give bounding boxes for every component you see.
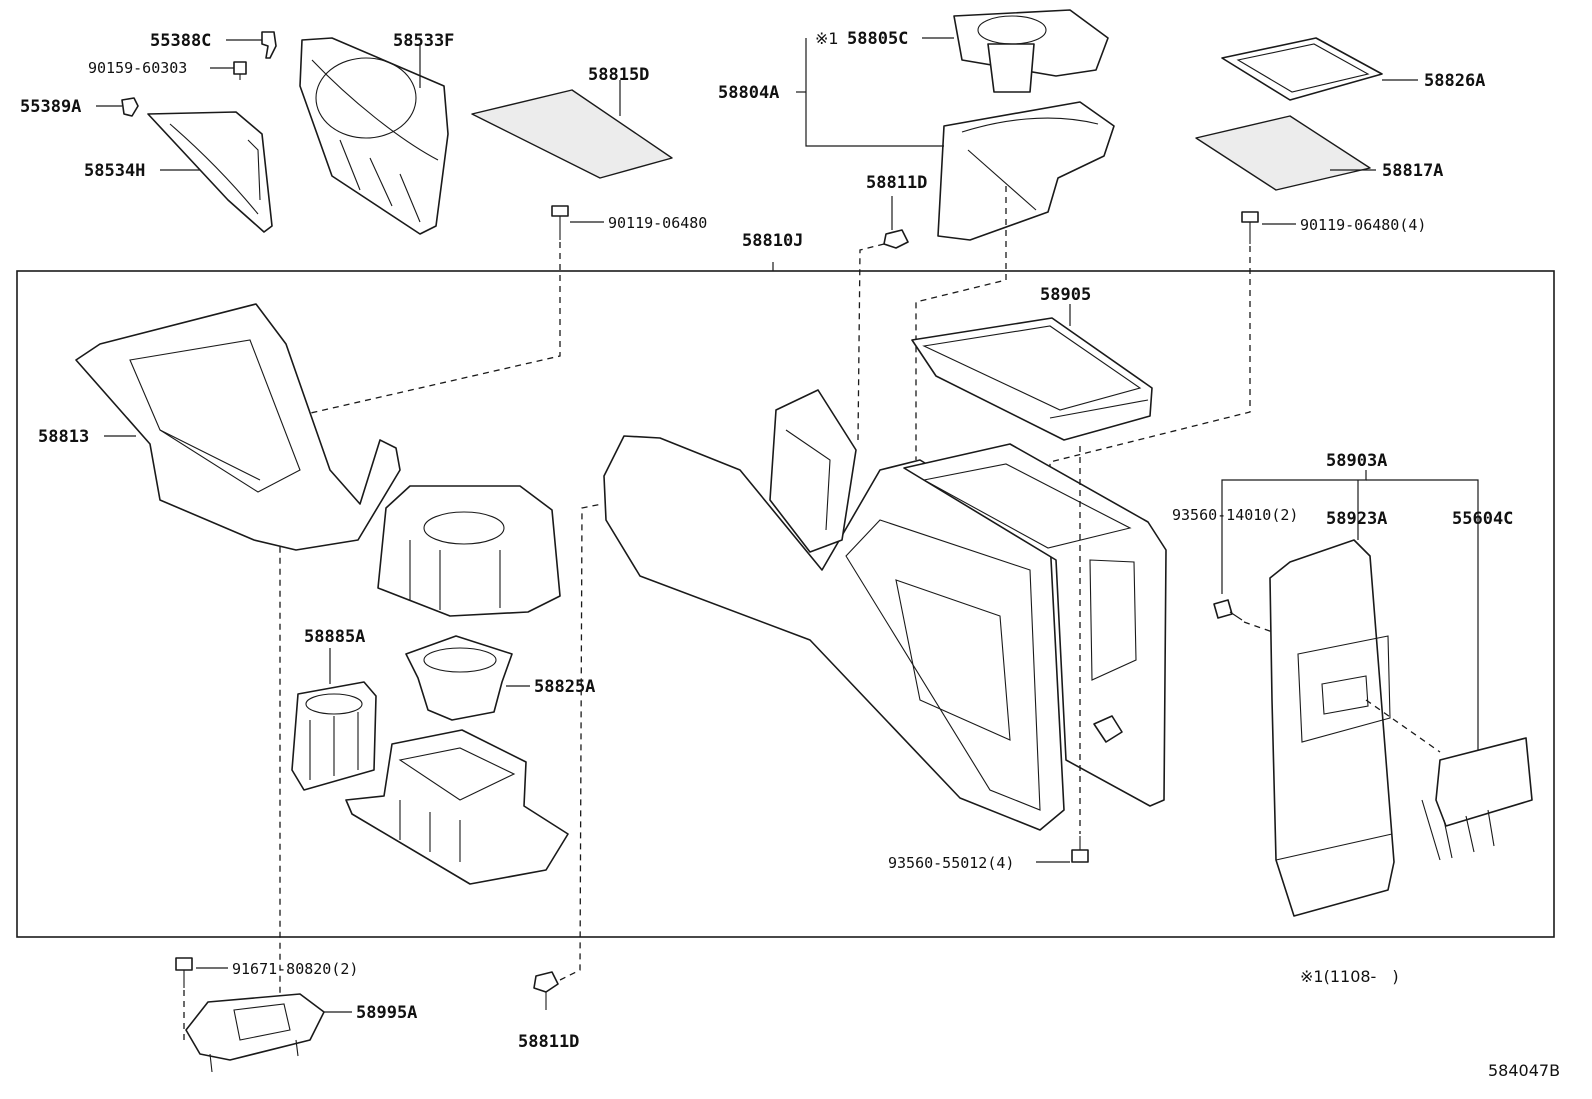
label-58810j: 58810J [742,231,803,251]
label-58533f: 58533F [393,31,454,51]
part-90119-06480-left[interactable] [551,205,569,240]
part-58885a[interactable] [291,681,377,791]
part-console-bracket[interactable] [769,389,857,553]
part-58905[interactable] [911,317,1153,441]
part-58805c[interactable] [953,9,1109,93]
part-55389a[interactable] [121,97,139,117]
part-58804a-body[interactable] [937,101,1115,241]
part-58534h[interactable] [147,111,273,233]
label-58923a: 58923A [1326,509,1387,529]
label-58995a: 58995A [356,1003,417,1023]
label-91671-80820: 91671-80820(2) [232,960,358,978]
label-58903a: 58903A [1326,451,1387,471]
part-58825a[interactable] [405,635,513,721]
label-58885a: 58885A [304,627,365,647]
label-93560-55012: 93560-55012(4) [888,854,1014,872]
label-58811d-bottom: 58811D [518,1032,579,1052]
part-58815d[interactable] [471,89,673,179]
label-58825a: 58825A [534,677,595,697]
label-90119-06480-left: 90119-06480 [608,214,707,232]
part-55604c[interactable] [1421,737,1533,861]
part-lower-cup-holder[interactable] [345,729,569,885]
label-58534h: 58534H [84,161,145,181]
label-55389a: 55389A [20,97,81,117]
part-58533f[interactable] [299,37,449,235]
label-58804a: 58804A [718,83,779,103]
note-marker: ※1 [815,29,839,48]
footnote: ※1(1108- ) [1300,967,1399,986]
part-58811d-top[interactable] [883,229,909,249]
part-58995a[interactable] [185,993,325,1073]
part-console-box[interactable] [903,443,1167,807]
part-58813[interactable] [75,303,401,551]
label-55604c: 55604C [1452,509,1513,529]
part-58817a[interactable] [1195,115,1371,191]
label-58805c: 58805C [847,29,908,49]
part-91671-80820[interactable] [175,957,193,988]
part-58826a[interactable] [1221,37,1383,101]
part-90159-60303[interactable] [233,61,247,80]
diagram-code: 584047B [1488,1061,1560,1080]
assembly-frame [16,270,1555,938]
label-93560-14010: 93560-14010(2) [1172,506,1298,524]
part-cup-holder-box[interactable] [377,485,561,617]
label-58813: 58813 [38,427,89,447]
part-93560-14010[interactable] [1213,599,1243,621]
part-58811d-bottom[interactable] [533,971,559,1010]
part-93560-55012[interactable] [1071,836,1089,863]
part-55388c[interactable] [261,31,277,59]
label-90159-60303: 90159-60303 [88,59,187,77]
label-58826a: 58826A [1424,71,1485,91]
label-58817a: 58817A [1382,161,1443,181]
part-90119-06480-right[interactable] [1241,211,1259,244]
label-58905: 58905 [1040,285,1091,305]
part-58923a[interactable] [1269,539,1395,917]
part-console-clip[interactable] [1093,715,1123,743]
label-55388c: 55388C [150,31,211,51]
label-58815d: 58815D [588,65,649,85]
label-90119-06480-right: 90119-06480(4) [1300,216,1426,234]
label-58811d-top: 58811D [866,173,927,193]
